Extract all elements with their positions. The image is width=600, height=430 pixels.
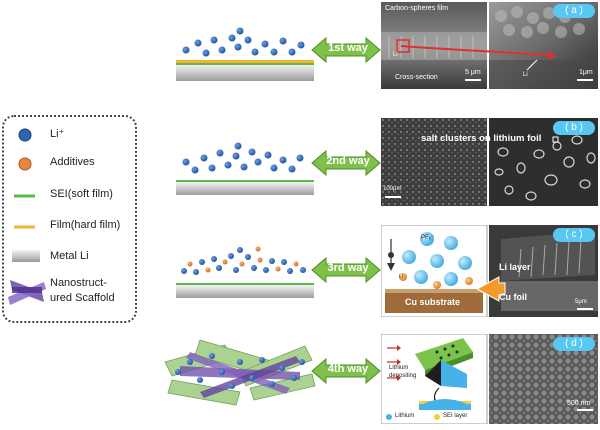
legend-label-metal-li: Metal Li — [50, 250, 89, 262]
row1-metal-li — [176, 64, 314, 81]
pf6-ion — [444, 236, 458, 250]
pf6-ion — [414, 270, 428, 284]
panel-c: PF₆⁻ Li Cu substrate Li layer Cu foil 5μ… — [381, 225, 598, 317]
panel-d: Lithium depositing Lithium SEI layer 500… — [381, 334, 598, 424]
row1-schematic — [176, 27, 314, 81]
panel-b-letter: ( b ) — [553, 121, 595, 135]
panel-c-letter: ( c ) — [553, 228, 595, 242]
row1-li-ions — [182, 27, 305, 57]
arrow-row4 — [311, 357, 381, 385]
arrow-row3 — [311, 256, 381, 284]
row2-schematic — [176, 142, 314, 195]
sei-legend-dot — [434, 414, 440, 420]
legend-label-scaffold-1: Nanostruct- — [50, 277, 107, 289]
panel-b-caption: salt clusters on lithium foil — [421, 133, 542, 144]
sem-b-left — [381, 118, 487, 206]
panel-a-scale-right: 1μm — [579, 69, 593, 76]
panel-d-legend-lithium: Lithium — [395, 413, 415, 419]
row3-sei — [176, 283, 314, 285]
row4-scaffold — [164, 339, 316, 406]
panel-a-letter: ( a ) — [553, 4, 595, 18]
arrow-row2 — [311, 149, 381, 177]
panel-b: salt clusters on lithium foil 100μm ( b … — [381, 118, 598, 206]
panel-b-scale-left: 100μm — [383, 186, 402, 192]
li-ion-icon — [18, 128, 32, 142]
pf6-ion — [402, 250, 416, 264]
panel-a-cross-label: Cross-section — [395, 74, 438, 81]
panel-a-li-right: Li — [523, 72, 528, 78]
way-label-4: 4th way — [327, 363, 369, 375]
row2-metal-li — [176, 182, 314, 195]
legend-label-additives: Additives — [50, 156, 95, 168]
panel-c-li-small: Li — [399, 274, 403, 280]
row3-schematic — [176, 246, 314, 298]
pf6-ion — [430, 254, 444, 268]
legend-label-hard-film: Film(hard film) — [50, 219, 121, 231]
row2-sei — [176, 180, 314, 182]
panel-d-depositing-1: Lithium — [389, 365, 409, 371]
panel-d-scale-right: 500 nm — [567, 400, 591, 407]
metal-li-icon — [12, 250, 40, 262]
row1-hard-film — [176, 60, 314, 63]
legend-label-li: Li⁺ — [50, 128, 65, 140]
scaffold-icon — [8, 280, 46, 305]
lithium-legend-dot — [386, 414, 392, 420]
row2-li-ions — [182, 142, 304, 174]
panel-a-film-label: Carbon-spheres film — [385, 5, 449, 12]
row1-sei — [176, 63, 314, 65]
panel-c-cu-substrate: Cu substrate — [405, 297, 461, 307]
panel-d-letter: ( d ) — [553, 337, 595, 351]
legend-label-sei: SEI(soft film) — [50, 188, 113, 200]
row3-particles — [181, 246, 306, 275]
legend-label-scaffold-2: ured Scaffold — [50, 292, 115, 304]
panel-c-cu-foil: Cu foil — [499, 292, 527, 302]
way-label-2: 2nd way — [326, 155, 370, 167]
legend-icons — [8, 128, 46, 305]
panel-c-scale-right: 5μm — [575, 299, 587, 305]
panel-d-depositing-2: depositing — [389, 373, 417, 379]
way-label-1: 1st way — [328, 42, 368, 54]
panel-a-li-label: Li — [393, 52, 398, 58]
panel-a-scale-left: 5 μm — [465, 69, 481, 76]
legend-box: Li⁺ Additives SEI(soft film) Film(hard f… — [2, 115, 137, 323]
pf6-ion — [420, 232, 434, 246]
way-label-3: 3rd way — [327, 262, 369, 274]
pf6-ion — [444, 272, 458, 286]
row4-schematic — [164, 339, 316, 406]
panel-c-li-layer: Li layer — [499, 262, 531, 272]
panel-d-legend-sei: SEI layer — [443, 413, 468, 419]
additive-icon — [18, 157, 32, 171]
arrow-row1 — [311, 36, 381, 64]
panel-c-pf-label: PF₆⁻ — [421, 235, 435, 241]
panel-a: Carbon-spheres film Li Cross-section 5 μ… — [381, 2, 598, 89]
pf6-ion — [458, 256, 472, 270]
row3-metal-li — [176, 285, 314, 298]
row4-li-ions — [175, 353, 305, 389]
